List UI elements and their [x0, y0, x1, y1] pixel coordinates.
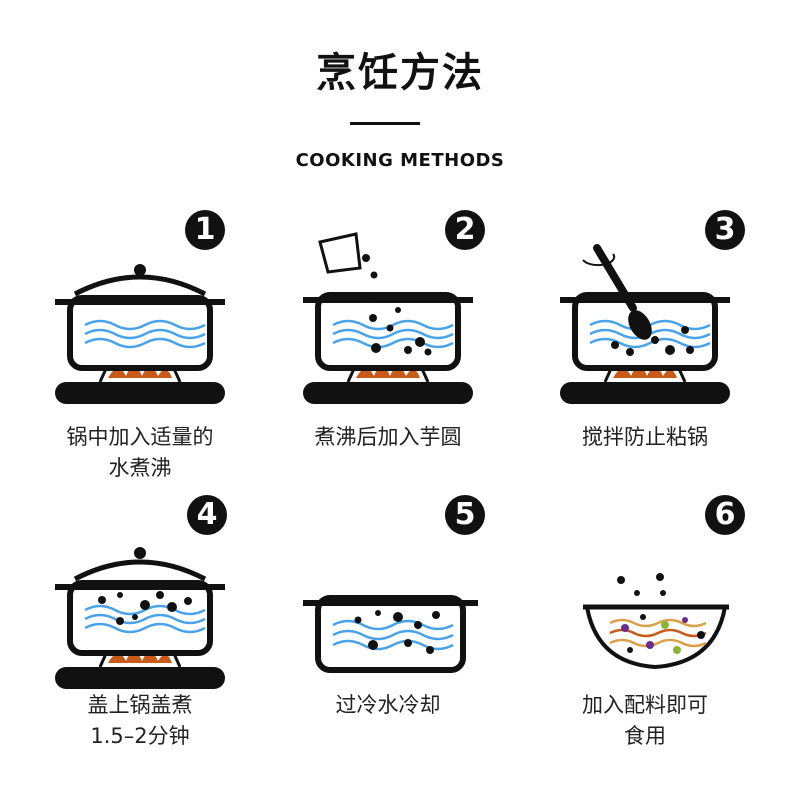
step-2: 2 煮沸后加入芋圆	[258, 210, 518, 490]
step-caption-line1: 加入配料即可	[515, 690, 775, 721]
pot-with-lid-on-stove-icon	[10, 210, 270, 410]
step-number-badge: 1	[185, 210, 225, 250]
step-number-badge: 6	[705, 495, 745, 535]
step-number-badge: 4	[187, 495, 227, 535]
step-caption-line2: 1.5–2分钟	[10, 721, 270, 752]
page-subtitle: COOKING METHODS	[0, 150, 800, 171]
step-caption-line2: 食用	[515, 721, 775, 752]
step-number-badge: 2	[445, 210, 485, 250]
step-number-badge: 5	[445, 495, 485, 535]
step-1: 1 锅中加入适量的 水煮沸	[10, 210, 270, 490]
title-divider	[350, 122, 420, 125]
covered-pot-boiling-icon	[10, 495, 270, 695]
step-caption-line2: 水煮沸	[10, 453, 270, 484]
step-5: 5 过冷水冷却	[258, 495, 518, 775]
page-title: 烹饪方法	[0, 40, 800, 98]
step-caption-line1: 煮沸后加入芋圆	[258, 422, 518, 453]
step-caption-line1: 过冷水冷却	[258, 690, 518, 721]
step-caption-line1: 盖上锅盖煮	[10, 690, 270, 721]
step-6: 6 加入配料即可 食用	[515, 495, 775, 775]
step-3: 3 搅拌防止粘锅	[515, 210, 775, 490]
step-number-badge: 3	[705, 210, 745, 250]
step-4: 4 盖上锅盖煮 1.5–2分钟	[10, 495, 270, 775]
step-caption-line1: 锅中加入适量的	[10, 422, 270, 453]
step-caption-line1: 搅拌防止粘锅	[515, 422, 775, 453]
